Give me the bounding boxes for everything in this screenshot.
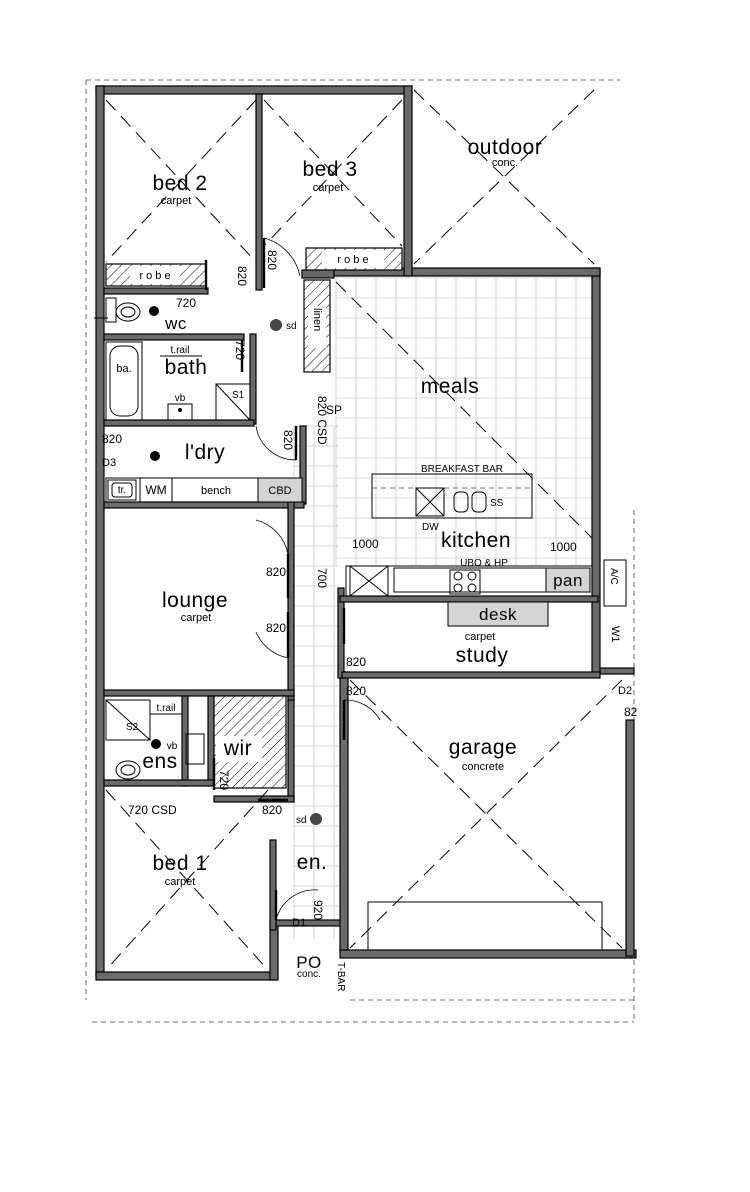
dim-bed2-door: 820	[235, 266, 249, 286]
dim-ens-door: 720	[217, 770, 231, 790]
laundry-name: l'dry	[185, 441, 225, 464]
bed2-floor: carpet	[161, 195, 192, 207]
study-floor: carpet	[465, 631, 496, 643]
tbar-label: T-BAR	[335, 962, 346, 991]
breakfast-bar: BREAKFAST BAR SS DW	[371, 464, 533, 533]
lounge-name: lounge	[162, 589, 228, 612]
cbd-label: CBD	[268, 485, 291, 497]
towel-rail-bath-label: t.rail	[171, 345, 190, 356]
porch-floor: conc.	[297, 969, 321, 980]
dim-garage: 82	[624, 705, 638, 719]
dim-lounge-1: 820	[266, 565, 286, 579]
dim-kitchen-right: 1000	[550, 540, 577, 554]
aircon-label: A/C	[608, 568, 619, 585]
opening-labels: D1 D2 D3 W1	[102, 457, 632, 929]
bed1-floor: carpet	[165, 876, 196, 888]
tap-symbols	[149, 306, 161, 749]
room-diagonals	[105, 89, 623, 971]
kitchen-bench: UBO & HP pan	[345, 558, 593, 597]
washing-machine-label: WM	[145, 483, 166, 497]
robe-bed3: r o b e	[305, 247, 403, 271]
smoke-detector-1: sd	[270, 319, 297, 332]
bathtub-label: ba.	[116, 363, 131, 375]
meals-name: meals	[421, 375, 480, 398]
dim-bed3-door: 820	[265, 250, 279, 270]
robe-bed2: r o b e	[105, 263, 207, 287]
dim-ldry-left: 820	[102, 432, 122, 446]
wir-cupboard	[213, 695, 287, 789]
dim-study-1: 820	[346, 655, 366, 669]
study-name: study	[456, 644, 509, 667]
linen-cupboard: linen	[303, 279, 331, 373]
opening-d3: D3	[102, 457, 116, 469]
dishwasher-label: DW	[422, 522, 439, 533]
garage-door	[367, 901, 603, 951]
garage-floor: concrete	[462, 761, 504, 773]
outer-walls	[95, 85, 637, 981]
door-swings	[204, 237, 381, 921]
aircon: A/C	[603, 559, 627, 607]
opening-d1: D1	[292, 917, 306, 929]
cooktop-label: UBO & HP	[460, 558, 508, 569]
linen-label: linen	[311, 308, 323, 331]
bed2-name: bed 2	[152, 172, 207, 195]
interior-walls	[103, 93, 601, 931]
wc-name: wc	[164, 314, 187, 333]
opening-d2: D2	[618, 685, 632, 697]
wc-fixtures	[94, 297, 141, 323]
trough-label: tr.	[118, 485, 126, 496]
room-labels: bed 2 carpet bed 3 carpet outdoor conc. …	[142, 136, 542, 980]
bed1-name: bed 1	[152, 852, 207, 875]
dim-study-2: 820	[346, 684, 366, 698]
dim-bed1-door: 820	[262, 803, 282, 817]
kitchen-name: kitchen	[441, 529, 511, 552]
dim-wc-door: 720	[176, 296, 196, 310]
ens-fixtures: S2 t.rail vb	[105, 699, 205, 780]
dim-linen-csd: 820 CSD	[315, 396, 329, 445]
garage-name: garage	[449, 736, 517, 759]
dim-kitchen-left: 1000	[352, 537, 379, 551]
dim-700: 700	[315, 568, 329, 588]
opening-w1: W1	[609, 626, 621, 643]
outdoor-floor: conc.	[492, 157, 518, 169]
bench-label: bench	[201, 485, 231, 497]
desk-label: desk	[479, 605, 517, 624]
dimension-labels: 820 820 720 720 820 CSD SP 820 820 820 8…	[102, 250, 638, 991]
outdoor-name: outdoor	[468, 136, 543, 159]
dim-ens-csd: 720 CSD	[128, 803, 177, 817]
sink-label: SS	[490, 498, 504, 509]
dim-entry-door: 920	[311, 900, 325, 920]
wir-name: wir	[223, 737, 252, 760]
vanity-ens-label: vb	[167, 741, 178, 752]
ens-name: ens	[142, 750, 177, 773]
sd-label-2: sd	[296, 815, 307, 826]
dim-ldry-door: 820	[281, 430, 295, 450]
splashback-label: SP	[326, 403, 342, 417]
laundry-bench: tr. WM bench CBD	[105, 477, 303, 503]
bath-name: bath	[165, 356, 208, 379]
bath-fixtures: ba. t.rail vb S1	[105, 341, 251, 421]
desk: desk	[447, 601, 549, 627]
shower-ens-label: S2	[126, 722, 139, 733]
vanity-bath-label: vb	[175, 393, 186, 404]
pantry-label: pan	[553, 571, 583, 590]
lounge-floor: carpet	[181, 612, 212, 624]
robe-bed3-label: r o b e	[337, 254, 368, 266]
shower-bath-label: S1	[232, 390, 245, 401]
bed3-name: bed 3	[302, 158, 357, 181]
robe-bed2-label: r o b e	[139, 270, 170, 282]
entry-name: en.	[297, 851, 328, 874]
dim-bath-door: 720	[233, 340, 247, 360]
dim-lounge-2: 820	[266, 621, 286, 635]
porch-name: PO	[296, 953, 322, 972]
towel-rail-ens-label: t.rail	[157, 703, 176, 714]
breakfast-bar-label: BREAKFAST BAR	[421, 464, 503, 475]
sd-label-1: sd	[286, 321, 297, 332]
smoke-detector-2: sd	[296, 813, 322, 826]
bed3-floor: carpet	[313, 182, 344, 194]
